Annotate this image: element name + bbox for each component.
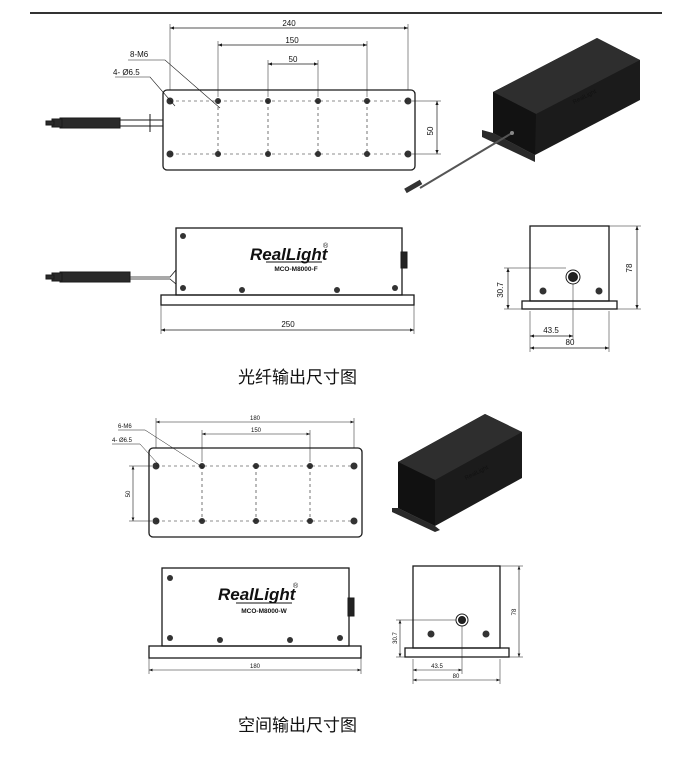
free-device-3d: RealLight	[392, 414, 522, 532]
fiber-dim-aperture-height: 30.7	[496, 282, 505, 298]
free-thread-label: 6-M6	[118, 424, 132, 430]
free-dim-height: 50	[126, 490, 132, 497]
fiber-thread-label: 8-M6	[130, 50, 149, 59]
free-dim-length: 180	[250, 416, 261, 422]
fiber-dim-total-height: 78	[625, 263, 634, 272]
fiber-dim-hole-span: 150	[285, 36, 299, 45]
free-hole-label: 4- Ø6.5	[112, 438, 133, 444]
free-dim-base: 180	[250, 664, 261, 670]
fiber-logo-mark: ®	[323, 242, 329, 250]
free-top-view	[112, 418, 363, 538]
fiber-top-connector	[45, 114, 163, 132]
free-dim-total-height: 78	[512, 608, 518, 615]
free-model-text: MCO-M8000-W	[241, 608, 287, 615]
fiber-top-view	[45, 24, 441, 171]
free-dim-width: 80	[453, 674, 460, 680]
fiber-dim-hole-pitch: 50	[289, 55, 298, 64]
free-front-logo: RealLight ® MCO-M8000-W	[218, 582, 299, 615]
fiber-front-connector	[45, 268, 177, 285]
fiber-model-text: MCO-M8000-F	[274, 266, 317, 273]
free-logo-mark: ®	[293, 582, 299, 590]
fiber-top-holes	[166, 97, 412, 158]
fiber-dim-length: 240	[282, 19, 296, 28]
fiber-front-logo: RealLight ® MCO-M8000-F	[250, 242, 329, 273]
fiber-dim-aperture-offset: 43.5	[543, 326, 559, 335]
fiber-dim-height: 50	[426, 126, 435, 135]
fiber-hole-label: 4- Ø6.5	[113, 68, 140, 77]
fiber-dim-base: 250	[281, 320, 295, 329]
fiber-output-caption: 光纤输出尺寸图	[238, 368, 357, 388]
fiber-front-view	[45, 227, 415, 334]
free-front-view	[148, 567, 362, 674]
free-dim-hole-span: 150	[251, 428, 262, 434]
fiber-dim-width: 80	[566, 338, 575, 347]
fiber-logo-text: RealLight	[250, 245, 329, 264]
free-side-view	[396, 565, 523, 684]
free-dim-aperture-height: 30.7	[393, 632, 399, 644]
free-logo-text: RealLight	[218, 585, 297, 604]
free-dim-aperture-offset: 43.5	[431, 664, 443, 670]
free-space-output-caption: 空间输出尺寸图	[238, 716, 357, 736]
fiber-side-view	[504, 225, 641, 352]
fiber-device-3d: RealLight	[404, 38, 640, 194]
